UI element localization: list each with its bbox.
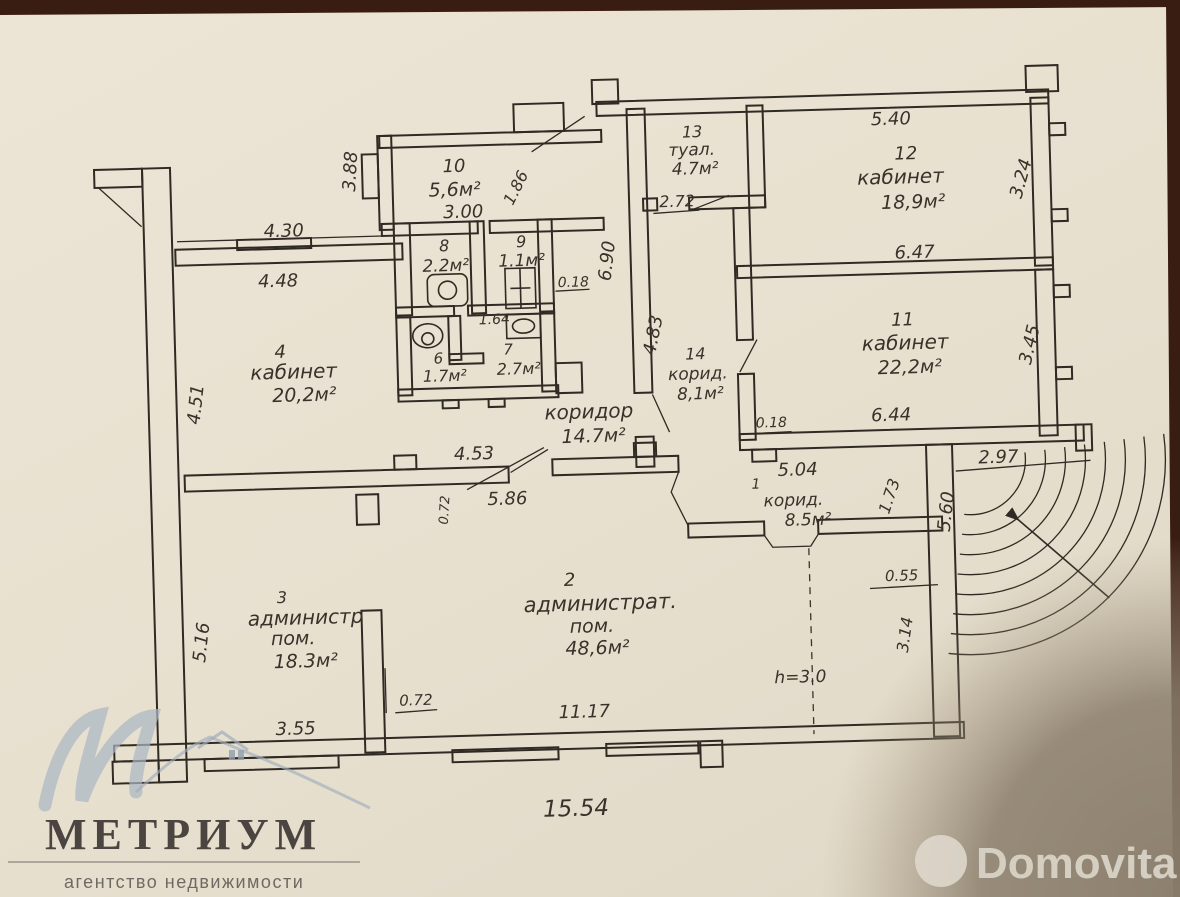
room-9-area: 1.1м²: [498, 250, 545, 271]
metrium-tagline: агентство недвижимости: [64, 872, 304, 892]
room-2-number: 2: [564, 570, 576, 591]
dim-4.30: 4.30: [263, 220, 304, 242]
metrium-house-window-icon: [229, 750, 235, 760]
room-8-number: 8: [439, 236, 450, 255]
toilet-icon: [411, 322, 444, 349]
room-8-area: 2.2м²: [422, 256, 469, 277]
sanitary-fixtures: [411, 266, 542, 349]
corner-shadow: [620, 540, 1180, 897]
toilet-icon: [426, 273, 469, 308]
room-4-number: 4: [274, 342, 286, 363]
room-10-number: 10: [442, 156, 465, 178]
room-6-area: 1.7м²: [423, 366, 468, 386]
dim-15.54: 15.54: [543, 795, 610, 823]
room-12-number: 12: [894, 143, 917, 165]
table-edge-top: [0, 0, 1180, 15]
dim-5.16: 5.16: [189, 621, 214, 663]
dim-6.44: 6.44: [871, 404, 912, 426]
domovita-watermark: Domovita: [915, 835, 1177, 888]
room-6-number: 6: [433, 349, 443, 367]
room-1-number: 1: [751, 477, 760, 493]
dim-5.60: 5.60: [934, 491, 959, 533]
room-14-area: 8,1м²: [677, 384, 724, 405]
room-13-number: 13: [682, 122, 703, 142]
room-7-number: 7: [503, 340, 513, 358]
dim-5.40: 5.40: [871, 108, 912, 130]
room-2-area: 48,6м²: [565, 636, 630, 660]
room-13-name: туал.: [668, 140, 715, 161]
room-3-name-line1: администр: [247, 604, 363, 631]
room-3-area: 18.3м²: [273, 649, 338, 673]
dim-5.04: 5.04: [777, 459, 818, 481]
dim-11.17: 11.17: [558, 701, 611, 723]
room-4-name: кабинет: [250, 358, 339, 384]
room-11-name: кабинет: [861, 329, 950, 355]
metrium-wordmark: МЕТРИУМ: [45, 810, 322, 859]
dim-0.18-mid: 0.18: [756, 415, 788, 432]
room-3-name-line2: пом.: [271, 627, 316, 650]
dim-0.18-top: 0.18: [558, 274, 590, 291]
dim-4.51: 4.51: [183, 383, 208, 425]
dim-4.53: 4.53: [454, 443, 495, 465]
room-14-name: корид.: [668, 363, 728, 385]
cistern-icon: [504, 266, 537, 310]
sink-icon: [505, 312, 542, 340]
metrium-logo: МЕТРИУМ агентство недвижимости: [8, 706, 371, 892]
room-4-area: 20,2м²: [272, 383, 337, 407]
dim-1.64: 1.64: [479, 311, 511, 328]
plan-labels: 3.88 10 5,6м² 3.00 1.86 8 2.2м² 9 1.1м² …: [183, 108, 1044, 823]
dim-6.90: 6.90: [595, 240, 620, 282]
dim-4.48: 4.48: [258, 270, 299, 292]
room-14-number: 14: [685, 344, 706, 364]
metrium-roof-icon: [197, 730, 249, 752]
dim-6.47: 6.47: [894, 242, 935, 264]
corridor-name: коридор: [544, 398, 633, 424]
room-7-area: 2.7м²: [496, 359, 541, 379]
room-2-name-line2: пом.: [569, 615, 614, 638]
room-10-area: 5,6м²: [428, 178, 481, 201]
dim-3.55: 3.55: [275, 718, 316, 740]
dim-3.00: 3.00: [443, 201, 484, 223]
dim-3.88: 3.88: [339, 151, 362, 192]
room-12-name: кабинет: [857, 163, 946, 189]
dim-2.72: 2.72: [659, 191, 695, 211]
dim-0.72-bottom: 0.72: [399, 691, 433, 710]
metrium-swoosh-icon: [38, 706, 162, 812]
room-9-number: 9: [516, 232, 527, 251]
room-1-area: 8.5м²: [784, 510, 831, 531]
room-3-number: 3: [277, 588, 288, 607]
metrium-mountain-line-icon: [134, 735, 371, 810]
dim-2.97: 2.97: [978, 446, 1019, 468]
domovita-circle-icon: [915, 835, 967, 887]
dim-0.72-corridor: 0.72: [437, 495, 454, 525]
room-13-area: 4.7м²: [672, 159, 719, 180]
room-11-area: 22,2м²: [877, 355, 942, 379]
metrium-house-window-icon: [238, 750, 244, 760]
domovita-wordmark: Domovita: [976, 839, 1177, 888]
corridor-area: 14.7м²: [561, 424, 626, 448]
room-1-name: корид.: [763, 490, 823, 512]
dim-5.86: 5.86: [487, 488, 528, 510]
room-11-number: 11: [891, 309, 914, 331]
room-12-area: 18,9м²: [881, 190, 946, 214]
